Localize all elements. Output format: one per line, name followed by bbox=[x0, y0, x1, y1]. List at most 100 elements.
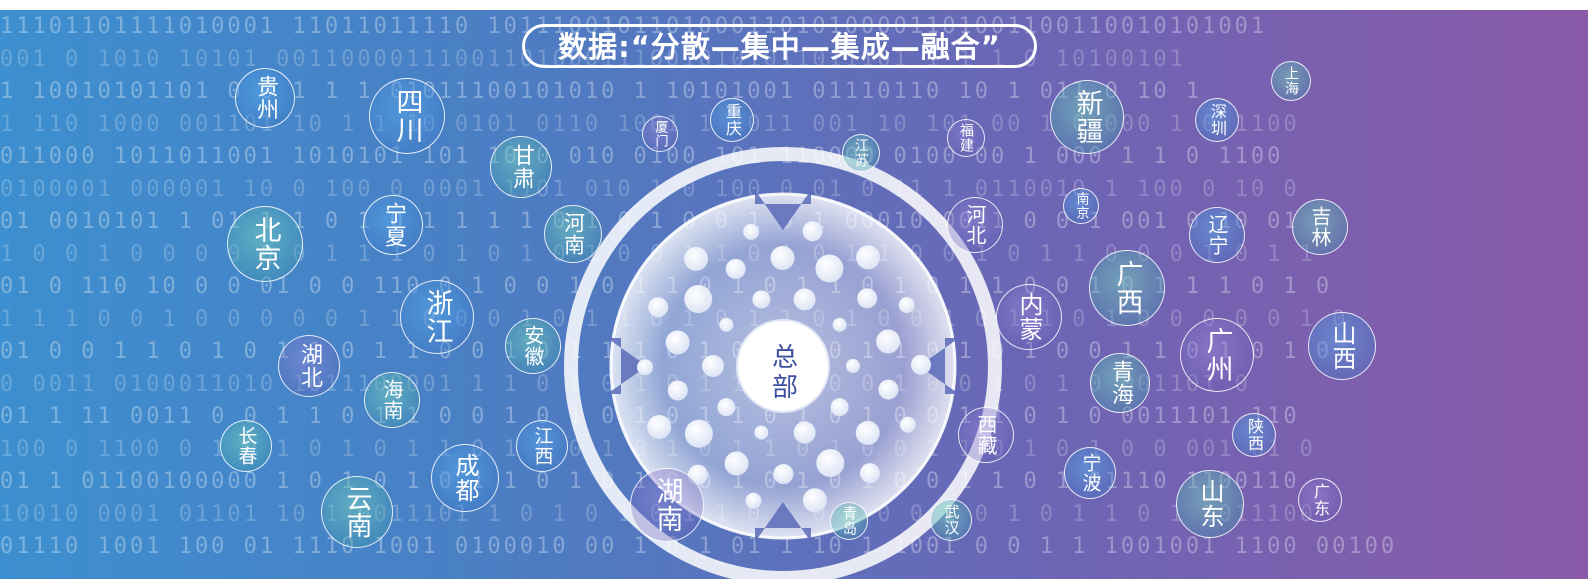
region-label: 南京 bbox=[1073, 192, 1089, 220]
hub-dot bbox=[815, 254, 844, 283]
region-bubble: 辽宁 bbox=[1189, 207, 1245, 263]
hub-dot bbox=[846, 359, 860, 373]
hub-dot bbox=[754, 425, 769, 440]
region-label: 福建 bbox=[958, 123, 974, 153]
hub-dot bbox=[752, 290, 771, 309]
region-label: 山西 bbox=[1328, 321, 1356, 371]
region-label: 辽宁 bbox=[1205, 214, 1229, 256]
hub-dot bbox=[770, 246, 795, 271]
region-label: 西藏 bbox=[974, 414, 998, 456]
region-label: 湖北 bbox=[297, 343, 322, 389]
region-bubble: 南京 bbox=[1063, 188, 1099, 224]
hub-dot bbox=[684, 419, 713, 448]
hub-dot bbox=[724, 451, 749, 476]
region-label: 宁波 bbox=[1079, 453, 1102, 493]
region-bubble: 西藏 bbox=[958, 407, 1014, 463]
hub-diagram bbox=[564, 147, 1002, 579]
hub-outer-ring bbox=[564, 147, 1002, 579]
hub-dot bbox=[702, 355, 724, 377]
region-label: 湖南 bbox=[651, 477, 683, 533]
region-label: 青海 bbox=[1108, 360, 1133, 406]
region-label: 陕西 bbox=[1245, 418, 1264, 452]
region-bubble: 海南 bbox=[364, 372, 420, 428]
region-label: 山东 bbox=[1196, 479, 1224, 529]
hub-dot bbox=[719, 317, 734, 332]
hub-dot bbox=[859, 463, 880, 484]
region-label: 海南 bbox=[380, 379, 404, 421]
region-bubble: 新疆 bbox=[1050, 80, 1124, 154]
hub-dot bbox=[684, 246, 709, 271]
hub-dot bbox=[876, 329, 901, 354]
region-label: 厦门 bbox=[652, 120, 668, 148]
region-label: 深圳 bbox=[1208, 103, 1227, 137]
region-bubble: 重庆 bbox=[710, 98, 754, 142]
arrow-top bbox=[755, 190, 811, 230]
hub-dot bbox=[743, 223, 760, 240]
region-bubble: 安徽 bbox=[505, 318, 561, 374]
region-label: 安徽 bbox=[521, 325, 545, 367]
hub-dot bbox=[665, 330, 690, 355]
region-label: 贵州 bbox=[253, 75, 278, 121]
hub-dot bbox=[855, 420, 880, 445]
hub-dot bbox=[793, 288, 816, 311]
hub-dot bbox=[899, 416, 916, 433]
region-label: 上海 bbox=[1283, 66, 1299, 96]
region-bubble: 武汉 bbox=[930, 499, 972, 541]
region-bubble: 上海 bbox=[1271, 61, 1311, 101]
hub-dot bbox=[878, 379, 899, 400]
hub-dot bbox=[857, 288, 878, 309]
region-bubble: 成都 bbox=[431, 444, 499, 512]
hub-dot bbox=[793, 421, 816, 444]
hub-dot bbox=[802, 221, 823, 242]
hub-dot bbox=[802, 488, 827, 513]
region-label: 河南 bbox=[561, 212, 586, 256]
region-label: 吉林 bbox=[1308, 206, 1332, 248]
region-label: 浙江 bbox=[421, 289, 453, 345]
hub-dot bbox=[637, 359, 654, 376]
region-label: 广州 bbox=[1201, 327, 1233, 383]
region-label: 广西 bbox=[1111, 260, 1143, 316]
hub-dot bbox=[745, 492, 762, 509]
hub-label-text: 总部 bbox=[767, 343, 798, 403]
hub-dot bbox=[725, 258, 746, 279]
hub-dot bbox=[910, 354, 931, 375]
region-label: 甘肃 bbox=[509, 144, 534, 190]
arrow-bottom bbox=[755, 502, 811, 542]
hub-dot bbox=[717, 398, 736, 417]
arrow-left bbox=[607, 338, 647, 394]
region-bubble: 陕西 bbox=[1232, 413, 1276, 457]
region-label: 成都 bbox=[451, 453, 479, 503]
binary-row: 1 10010101101 0 0 1 1 1 01011100101010 1… bbox=[0, 79, 1203, 104]
region-label: 江西 bbox=[531, 426, 554, 466]
region-label: 河北 bbox=[963, 204, 987, 246]
region-bubble: 江苏 bbox=[842, 134, 880, 172]
hub-dot bbox=[816, 449, 845, 478]
region-bubble: 广州 bbox=[1180, 318, 1254, 392]
region-bubble: 青岛 bbox=[830, 502, 868, 540]
region-label: 四川 bbox=[391, 88, 423, 144]
hub-dots bbox=[637, 221, 931, 513]
region-bubble: 河南 bbox=[544, 205, 602, 263]
region-bubble: 内蒙 bbox=[996, 284, 1062, 350]
region-bubble: 吉林 bbox=[1292, 199, 1348, 255]
region-label: 北京 bbox=[249, 216, 281, 272]
region-label: 江苏 bbox=[853, 138, 869, 168]
region-bubble: 宁波 bbox=[1064, 447, 1116, 499]
region-bubble: 宁夏 bbox=[363, 195, 423, 255]
hub-dot bbox=[832, 317, 847, 332]
region-bubble: 北京 bbox=[227, 206, 303, 282]
hub-dot bbox=[684, 285, 713, 314]
region-bubble: 长春 bbox=[220, 420, 272, 472]
region-bubble: 广西 bbox=[1089, 250, 1165, 326]
region-bubble: 甘肃 bbox=[490, 136, 552, 198]
region-label: 新疆 bbox=[1071, 89, 1103, 145]
region-bubble: 青海 bbox=[1090, 353, 1150, 413]
region-bubble: 四川 bbox=[369, 78, 445, 154]
hub-dot bbox=[648, 297, 669, 318]
region-label: 内蒙 bbox=[1015, 292, 1043, 342]
hub-dot bbox=[856, 245, 881, 270]
region-bubble: 浙江 bbox=[400, 280, 474, 354]
binary-row: 1 110 1000 001101 10 1 1 10 0101 0110 10… bbox=[0, 111, 1300, 137]
hub-dot bbox=[830, 398, 849, 417]
region-label: 宁夏 bbox=[381, 202, 406, 248]
